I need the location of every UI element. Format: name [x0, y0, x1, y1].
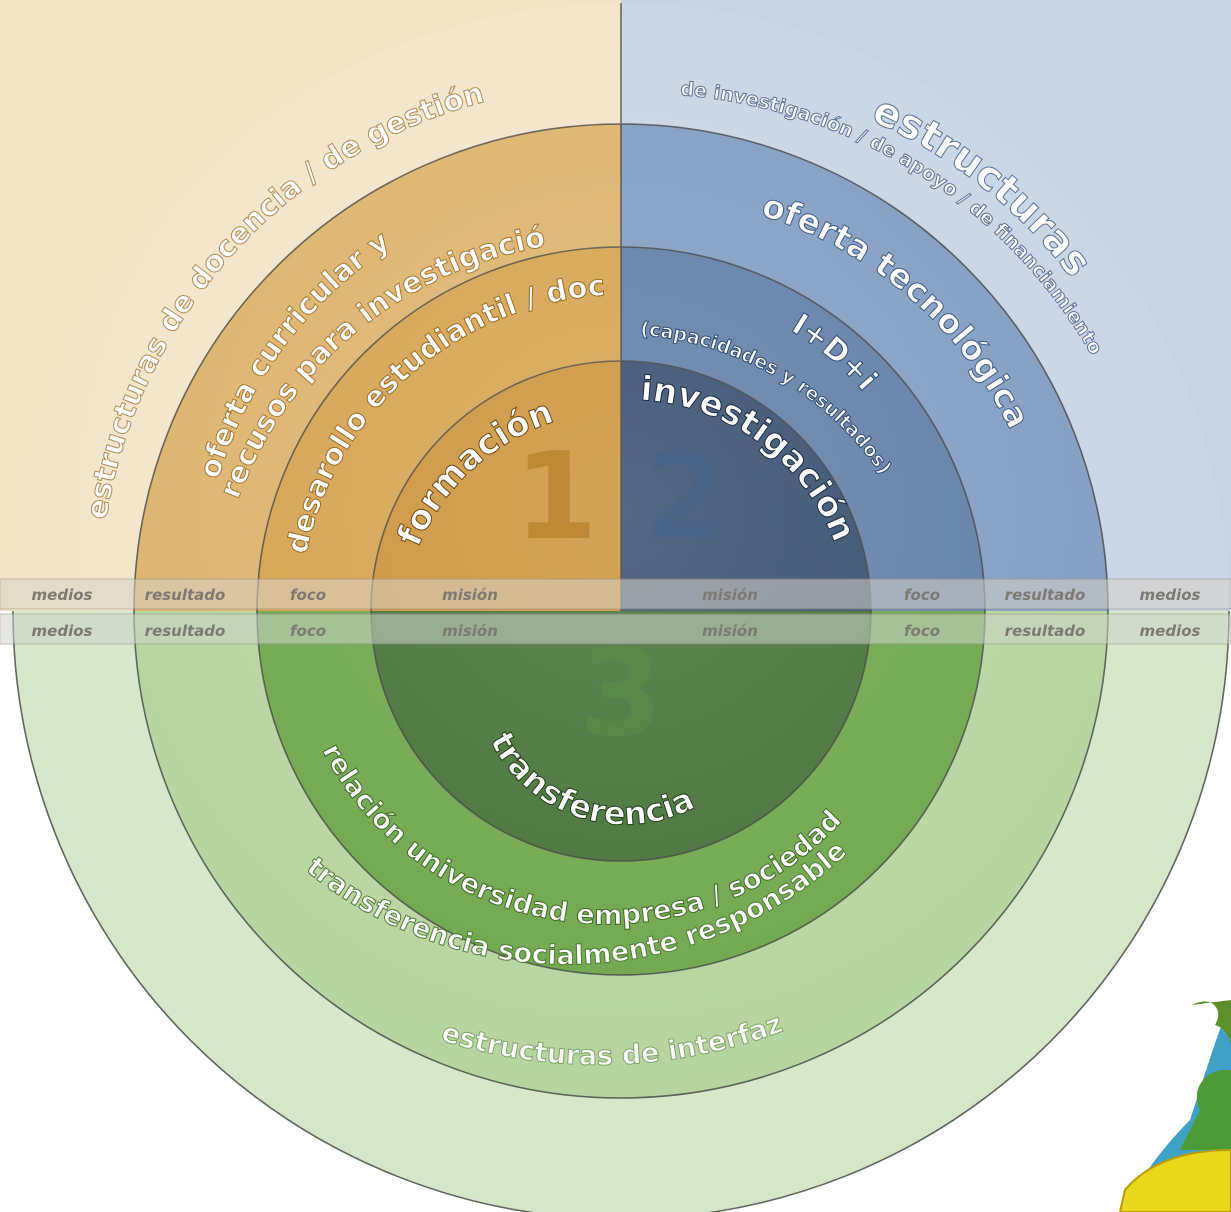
band-label-foco: foco: [290, 586, 326, 604]
band-label-medios: medios: [1140, 586, 1201, 604]
band-label-resultado: resultado: [1005, 622, 1086, 640]
band-label-resultado: resultado: [1005, 586, 1086, 604]
band-label-mision: misión: [442, 586, 498, 604]
number-two: 2: [644, 428, 728, 567]
number-one: 1: [514, 428, 598, 567]
puzzle-logo-icon: [1118, 1000, 1231, 1212]
band-label-medios: medios: [32, 586, 93, 604]
band-label-foco: foco: [904, 622, 940, 640]
band-label-resultado: resultado: [145, 622, 226, 640]
band-label-foco: foco: [290, 622, 326, 640]
band-label-medios: medios: [1140, 622, 1201, 640]
band-label-resultado: resultado: [145, 586, 226, 604]
band-label-foco: foco: [904, 586, 940, 604]
band-label-medios: medios: [32, 622, 93, 640]
band-label-mision: misión: [702, 586, 758, 604]
label-band: [0, 578, 1231, 645]
number-three: 3: [579, 625, 663, 764]
band-label-mision: misión: [702, 622, 758, 640]
band-label-mision: misión: [442, 622, 498, 640]
